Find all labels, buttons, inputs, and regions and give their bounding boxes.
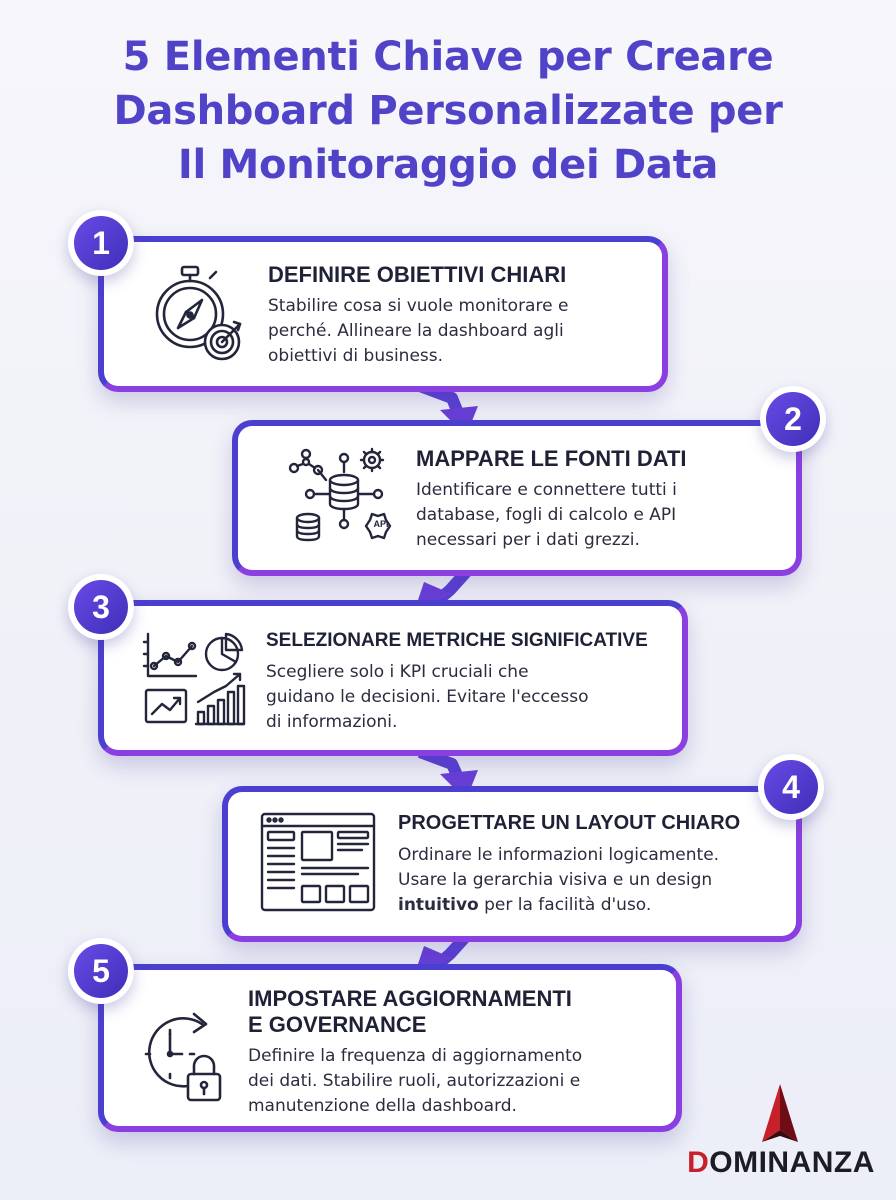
step-title-4: PROGETTARE UN LAYOUT CHIARO	[398, 812, 741, 834]
title-line-3: Il Monitoraggio dei Data	[177, 142, 719, 188]
step-desc-5-line-1: Definire la frequenza di aggiornamento	[248, 1046, 583, 1066]
step-desc-4-line-2: Usare la gerarchia visiva e un design	[398, 870, 713, 890]
compass-target-icon	[155, 265, 242, 361]
step-title-3: SELEZIONARE METRICHE SIGNIFICATIVE	[266, 630, 648, 651]
step-badge-2: 2	[760, 386, 826, 452]
step-title-5: IMPOSTARE AGGIORNAMENTI E GOVERNANCE	[248, 986, 572, 1038]
step-desc-3: Scegliere solo i KPI cruciali che guidan…	[266, 660, 588, 735]
step-desc-4-line-3: intuitivo per la facilità d'uso.	[398, 895, 652, 915]
step-desc-1: Stabilire cosa si vuole monitorare e per…	[268, 294, 568, 369]
step-number-2: 2	[766, 392, 820, 446]
step-desc-5-line-2: dei dati. Stabilire ruoli, autorizzazion…	[248, 1071, 581, 1091]
step-badge-4: 4	[758, 754, 824, 820]
step-card-3	[98, 600, 688, 756]
step-number-5: 5	[74, 944, 128, 998]
step-desc-2-line-2: database, fogli di calcolo e API	[416, 505, 677, 525]
dashboard-layout-icon	[260, 812, 376, 912]
step-title-5-line-2: E GOVERNANCE	[248, 1012, 427, 1037]
metrics-charts-icon	[142, 632, 246, 726]
title-line-2: Dashboard Personalizzate per	[113, 88, 783, 134]
step-desc-3-line-1: Scegliere solo i KPI cruciali che	[266, 662, 529, 682]
step-title-1: DEFINIRE OBIETTIVI CHIARI	[268, 262, 567, 287]
clock-lock-icon	[144, 1012, 222, 1102]
step-badge-5: 5	[68, 938, 134, 1004]
step-title-5-line-1: IMPOSTARE AGGIORNAMENTI	[248, 986, 572, 1011]
step-number-3: 3	[74, 580, 128, 634]
brand-logo: DOMINANZA	[676, 1080, 886, 1190]
step-desc-4-line-1: Ordinare le informazioni logicamente.	[398, 845, 720, 865]
step-card-2	[232, 420, 802, 576]
step-number-1: 1	[74, 216, 128, 270]
step-desc-2-line-1: Identificare e connettere tutti i	[416, 480, 677, 500]
step-number-4: 4	[764, 760, 818, 814]
brand-logo-mark	[762, 1084, 798, 1142]
step-badge-3: 3	[68, 574, 134, 640]
step-title-2: MAPPARE LE FONTI DATI	[416, 446, 687, 471]
step-card-4	[222, 786, 802, 942]
page-title: 5 Elementi Chiave per Creare Dashboard P…	[0, 30, 896, 192]
step-card-5	[98, 964, 682, 1132]
step-desc-1-line-2: perché. Allineare la dashboard agli	[268, 321, 564, 341]
step-desc-2-line-3: necessari per i dati grezzi.	[416, 530, 640, 550]
brand-name-first-letter: D	[687, 1146, 710, 1179]
title-line-1: 5 Elementi Chiave per Creare	[122, 34, 774, 80]
step-desc-5: Definire la frequenza di aggiornamento d…	[248, 1044, 582, 1119]
step-desc-1-line-3: obiettivi di business.	[268, 346, 444, 366]
step-desc-3-line-2: guidano le decisioni. Evitare l'eccesso	[266, 687, 589, 707]
step-desc-2: Identificare e connettere tutti i databa…	[416, 478, 677, 553]
step-desc-5-line-3: manutenzione della dashboard.	[248, 1096, 517, 1116]
brand-name-rest: OMINANZA	[709, 1146, 875, 1179]
step-desc-4: Ordinare le informazioni logicamente. Us…	[398, 843, 719, 918]
brand-name: DOMINANZA	[676, 1146, 886, 1180]
api-icon-label: API	[373, 519, 389, 529]
step-badge-1: 1	[68, 210, 134, 276]
step-desc-3-line-3: di informazioni.	[266, 712, 398, 732]
step-desc-1-line-1: Stabilire cosa si vuole monitorare e	[268, 296, 569, 316]
data-sources-network-icon	[288, 447, 392, 542]
